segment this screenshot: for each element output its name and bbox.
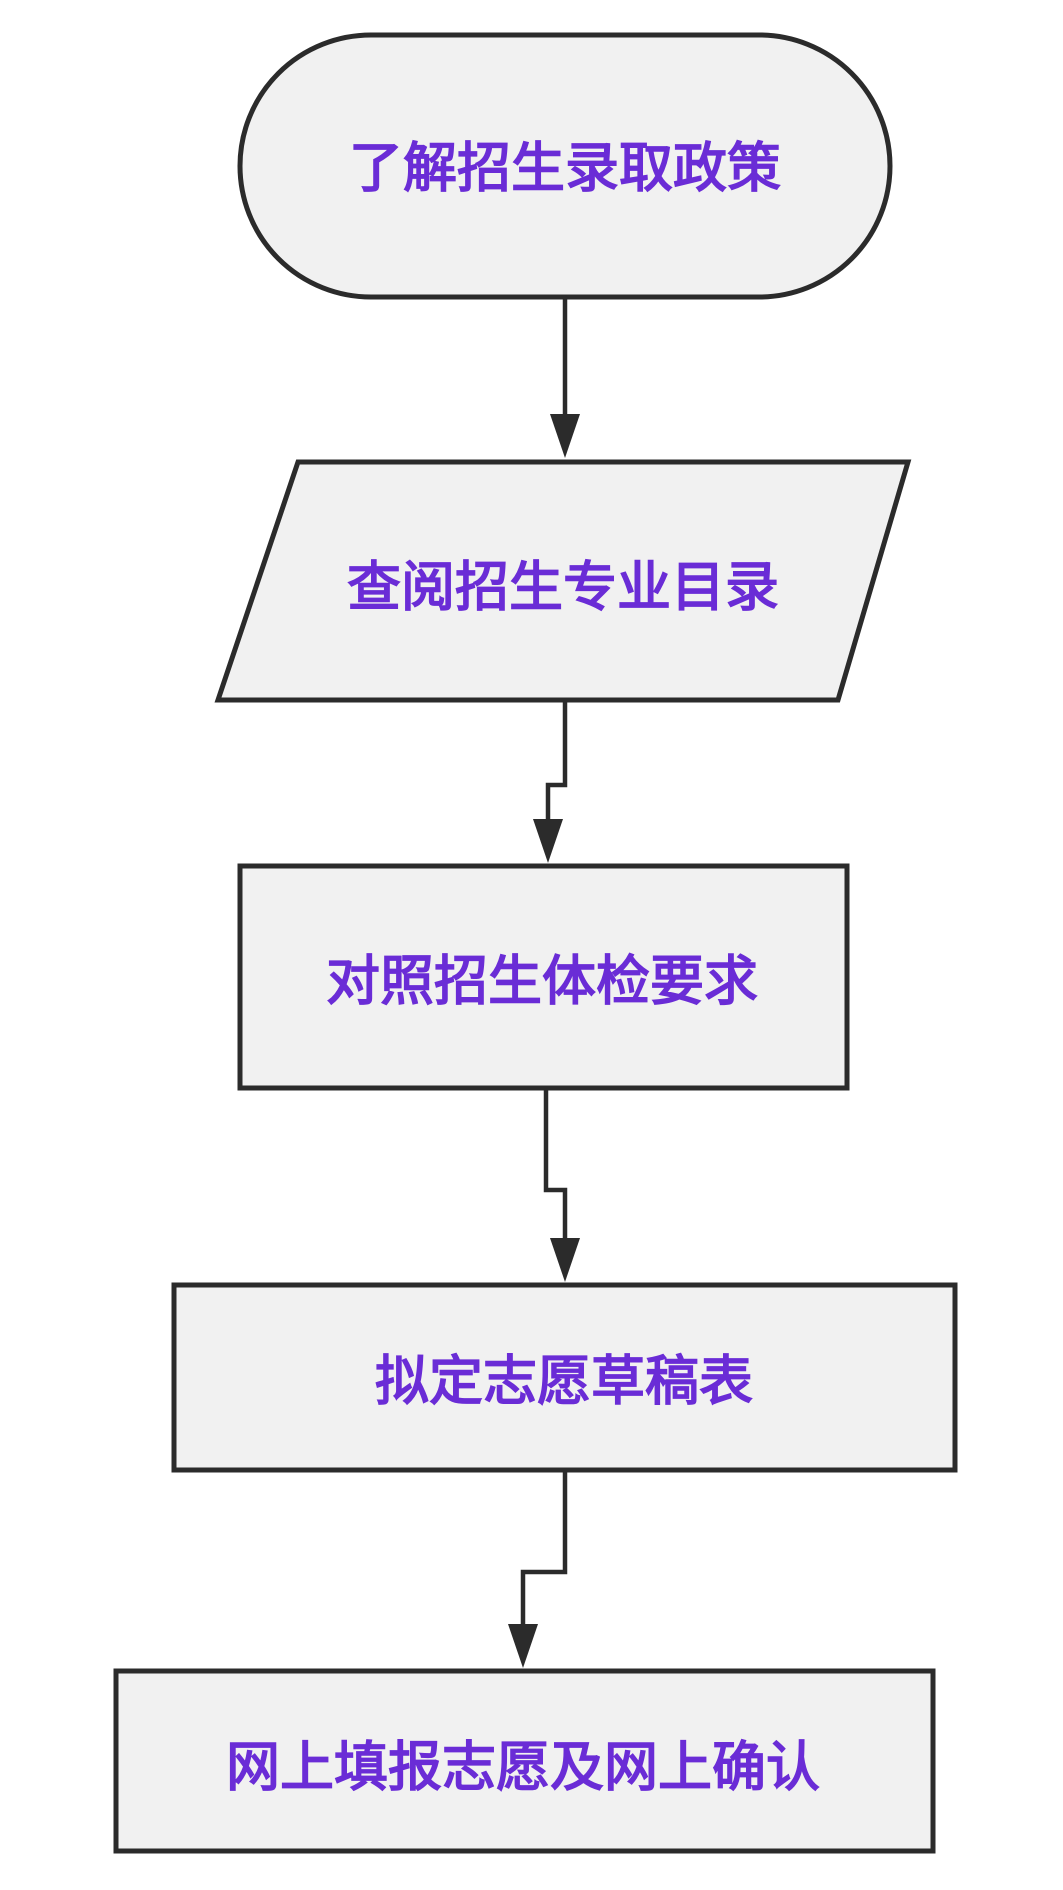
terminator-shape (237, 32, 893, 300)
node-label: 拟定志愿草稿表 (375, 1350, 753, 1413)
node-label: 了解招生录取政策 (349, 137, 781, 200)
process-box-shape (237, 863, 850, 1091)
connector-step1-to-step2 (550, 298, 580, 458)
arrow-head-icon (550, 1238, 580, 1282)
arrow-head-icon (550, 414, 580, 458)
parallelogram-shape (214, 459, 912, 703)
node-label: 对照招生体检要求 (326, 950, 758, 1013)
node-label: 查阅招生专业目录 (347, 556, 779, 619)
arrow-head-icon (508, 1624, 538, 1668)
connector-line (520, 1472, 568, 1628)
process-box-shape (113, 1668, 936, 1854)
connector-step3-to-step4 (543, 1090, 580, 1282)
connector-step2-to-step3 (533, 702, 568, 863)
node-label: 网上填报志愿及网上确认 (226, 1736, 820, 1799)
flow-node-3: 对照招生体检要求 (237, 863, 850, 1091)
flowchart-connectors (508, 298, 580, 1668)
flow-node-1: 了解招生录取政策 (237, 32, 893, 300)
connector-line (543, 1090, 568, 1242)
arrow-head-icon (533, 819, 563, 863)
process-box-shape (171, 1282, 958, 1473)
connector-line (545, 702, 568, 823)
connector-step4-to-step5 (508, 1472, 568, 1668)
flow-node-2: 查阅招生专业目录 (214, 459, 912, 703)
flow-node-5: 网上填报志愿及网上确认 (113, 1668, 936, 1854)
flow-node-4: 拟定志愿草稿表 (171, 1282, 958, 1473)
